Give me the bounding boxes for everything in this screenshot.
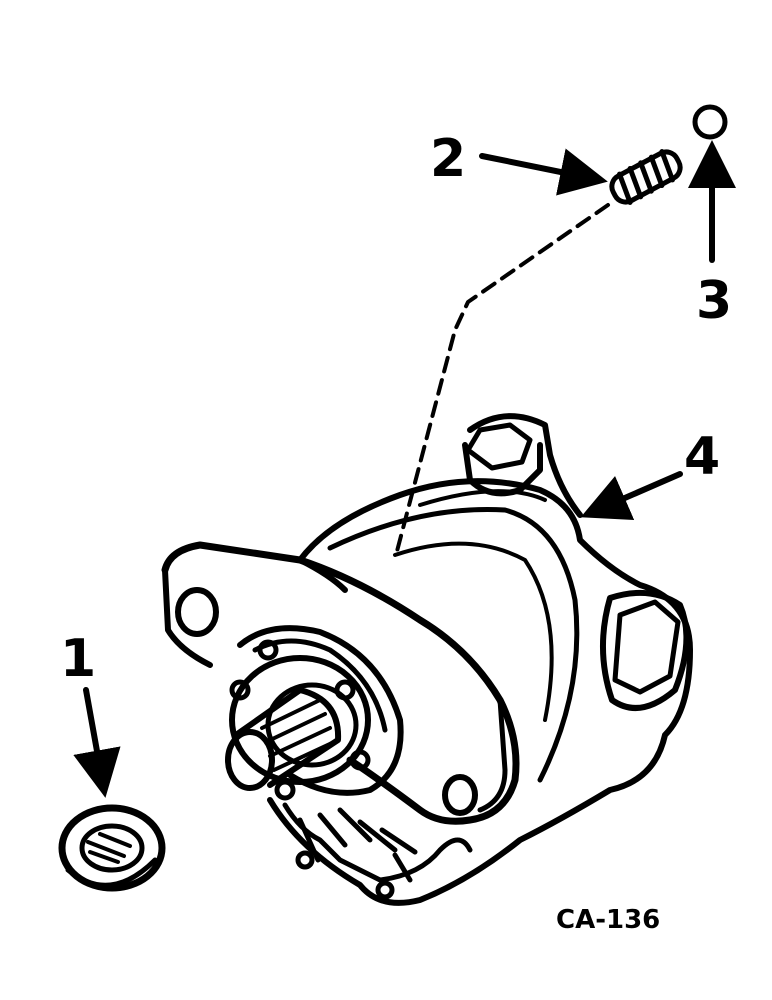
callout-arrow-2 — [479, 148, 608, 196]
figure-code: CA-136 — [556, 905, 660, 935]
spring-part-2 — [609, 149, 683, 205]
callout-arrow-4 — [580, 471, 683, 521]
callout-label-4: 4 — [684, 427, 720, 487]
seal-part-1 — [58, 804, 166, 892]
callout-arrow-1 — [73, 687, 121, 798]
assembly-dashed-line — [394, 203, 610, 557]
callout-label-2: 2 — [430, 129, 466, 189]
callout-label-3: 3 — [696, 271, 732, 331]
ball-part-3 — [692, 104, 728, 140]
pump-part-4 — [161, 413, 693, 906]
callout-label-1: 1 — [60, 629, 96, 689]
